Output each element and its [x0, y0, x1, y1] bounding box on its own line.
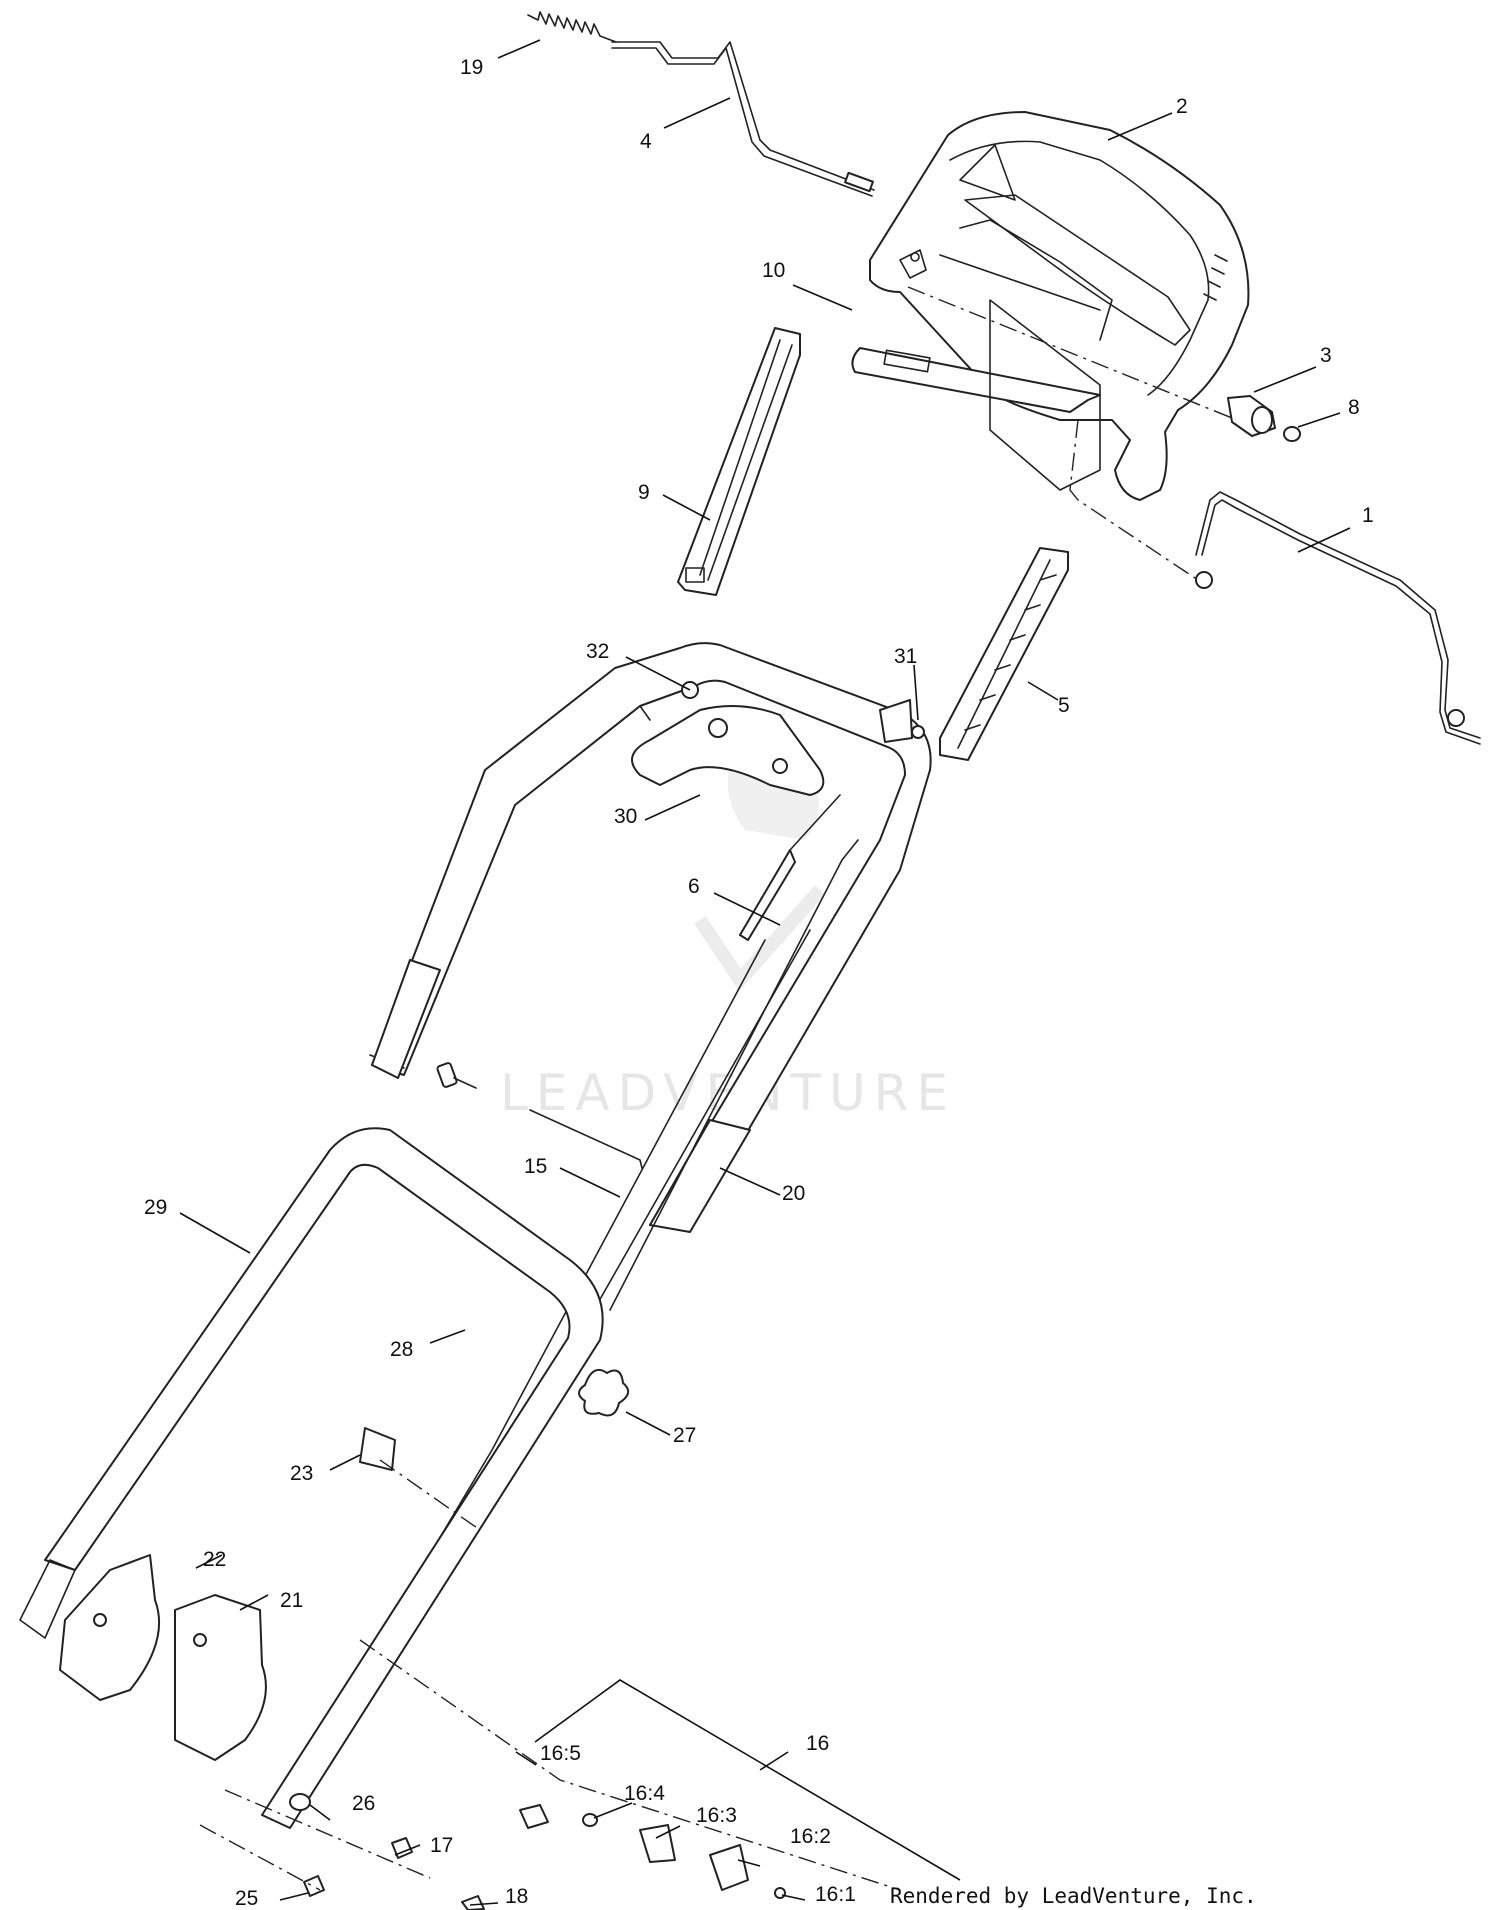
callout-26: 26 — [352, 1792, 375, 1815]
part-4-control-rod — [611, 41, 875, 197]
assembly-line — [907, 286, 1233, 419]
part-16-2-knob — [709, 1844, 749, 1891]
part-6-cable-housing — [609, 794, 859, 1311]
part-1-bail — [1195, 491, 1481, 745]
part-16-1-cap — [774, 1887, 786, 1899]
part-29-lower-handle — [19, 1127, 604, 1829]
callout-17: 17 — [430, 1834, 453, 1857]
part-23-clip — [359, 1427, 396, 1471]
part-16-3-knob-base — [639, 1824, 676, 1863]
assembly-line — [199, 1824, 321, 1891]
part-5-grip-insert — [939, 547, 1069, 761]
callout-3: 3 — [1320, 344, 1332, 367]
assembly-line — [1069, 419, 1199, 581]
part-16-4-spring — [582, 1813, 598, 1827]
assembly-line — [359, 1639, 901, 1891]
part-2-inner-panel — [989, 299, 1101, 491]
part-28-bolt — [436, 1062, 477, 1089]
callout-15: 15 — [524, 1155, 547, 1178]
part-16-5-pin — [519, 1804, 549, 1829]
callout-28: 28 — [390, 1338, 413, 1361]
part-18-bolt — [461, 1895, 485, 1910]
assembly-line — [379, 1459, 481, 1531]
part-10-decal — [851, 347, 1101, 413]
part-19-spring — [527, 11, 617, 43]
upper-handle-frame — [369, 642, 932, 1231]
callout-20: 20 — [782, 1182, 805, 1205]
part-16-leader — [759, 1751, 789, 1771]
callout-27: 27 — [673, 1424, 696, 1447]
part-30-tray — [631, 705, 825, 796]
callout-31: 31 — [894, 645, 917, 668]
callout-4: 4 — [640, 130, 652, 153]
callout-9: 9 — [638, 481, 650, 504]
part-16-group-bracket — [534, 1679, 961, 1881]
callout-10: 10 — [762, 259, 785, 282]
part-27-knob — [578, 1369, 630, 1417]
callout-18: 18 — [505, 1885, 528, 1908]
callout-30: 30 — [614, 805, 637, 828]
part-31-clip — [879, 699, 913, 743]
callout-2: 2 — [1176, 95, 1188, 118]
callout-16-1: 16:1 — [815, 1883, 856, 1906]
part-3-pin — [1227, 395, 1276, 437]
callout-29: 29 — [144, 1196, 167, 1219]
assembly-line — [224, 1789, 431, 1879]
part-26-washer — [289, 1793, 311, 1811]
callout-16: 16 — [806, 1732, 829, 1755]
callout-19: 19 — [460, 56, 483, 79]
callout-16-4: 16:4 — [624, 1782, 665, 1805]
callout-5: 5 — [1058, 694, 1070, 717]
callout-16-2: 16:2 — [790, 1825, 831, 1848]
part-9-grip-insert — [677, 327, 801, 596]
callout-23: 23 — [290, 1462, 313, 1485]
callout-25: 25 — [235, 1887, 258, 1910]
part-25-bolt — [303, 1875, 325, 1897]
part-8-washer — [1283, 426, 1301, 442]
render-credit: Rendered by LeadVenture, Inc. — [890, 1884, 1257, 1908]
callout-1: 1 — [1362, 504, 1374, 527]
callout-8: 8 — [1348, 396, 1360, 419]
part-28-bolt-shank — [529, 1109, 643, 1169]
part-17-bolt — [391, 1837, 413, 1859]
part-31-screw — [911, 725, 925, 739]
part-22-bracket — [59, 1554, 161, 1701]
callout-22: 22 — [203, 1548, 226, 1571]
part-2-handle-grip — [869, 111, 1250, 501]
part-21-bracket — [174, 1594, 267, 1761]
callout-leaders — [179, 39, 1351, 1906]
callout-16-3: 16:3 — [696, 1804, 737, 1827]
callout-32: 32 — [586, 640, 609, 663]
callout-21: 21 — [280, 1589, 303, 1612]
callout-16-5: 16:5 — [540, 1742, 581, 1765]
part-20-handle-end — [371, 959, 441, 1079]
callout-6: 6 — [688, 875, 700, 898]
